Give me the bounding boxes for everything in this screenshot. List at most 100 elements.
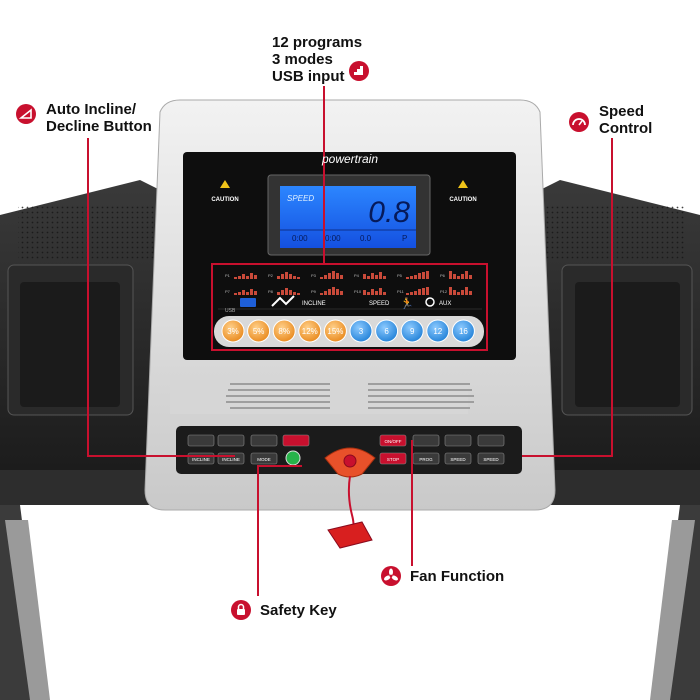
quick-key-face[interactable]	[349, 319, 373, 343]
quick-key-face[interactable]	[323, 319, 347, 343]
lcd-readout-program: P	[402, 234, 407, 243]
callout-incline-line1: Auto Incline/	[46, 101, 136, 118]
program-label: P8	[268, 289, 274, 294]
program-label: P5	[397, 273, 403, 278]
left-handrail	[0, 180, 160, 470]
speed-up-button-face[interactable]	[477, 452, 505, 465]
mode-button[interactable]: MODE	[250, 452, 278, 465]
fan-button[interactable]	[282, 434, 310, 447]
quick-key-face[interactable]	[272, 319, 296, 343]
incline-up-button[interactable]: INCLINE	[187, 452, 215, 465]
program-label: P1	[225, 273, 231, 278]
speed-quick-key[interactable]: 9	[400, 319, 424, 343]
program-profile-bar	[238, 292, 241, 295]
program-prev-button[interactable]	[187, 434, 215, 447]
stop-button[interactable]: STOP	[379, 452, 407, 465]
program-label: P11	[397, 289, 405, 294]
program-label: P6	[440, 273, 446, 278]
mode-button-label: MODE	[257, 457, 271, 462]
incline-quick-key[interactable]: 12%	[298, 319, 322, 343]
program-prev-button-face[interactable]	[187, 434, 215, 447]
quick-key-face[interactable]	[247, 319, 271, 343]
program-profile-bar	[332, 271, 335, 279]
speedometer-icon	[569, 112, 589, 132]
safety-key[interactable]	[324, 447, 376, 549]
program-profile-bar	[363, 290, 366, 295]
quick-key-label: 3	[359, 327, 364, 336]
program-profile-bar	[406, 277, 409, 279]
right-handrail	[540, 180, 700, 470]
incline-quick-key[interactable]: 5%	[247, 319, 271, 343]
stop-button-face[interactable]	[379, 452, 407, 465]
program-profile-bar	[410, 292, 413, 295]
program-profile-bar	[242, 274, 245, 279]
program-profile-bar	[461, 274, 464, 279]
program-button-label: PROG	[419, 457, 433, 462]
mode-button-face[interactable]	[250, 452, 278, 465]
quick-key-label: 9	[410, 327, 415, 336]
quick-key-face[interactable]	[426, 319, 450, 343]
program-profile-bar	[289, 274, 292, 279]
program-profile-bar	[320, 277, 323, 279]
speed-quick-key[interactable]: 6	[375, 319, 399, 343]
speed-down-button-face[interactable]	[444, 452, 472, 465]
caution-right-title: CAUTION	[449, 197, 476, 203]
start-button-face[interactable]	[285, 450, 301, 466]
speed-down-button[interactable]: SPEED	[444, 452, 472, 465]
program-profile-bar	[379, 272, 382, 279]
usb-port[interactable]	[240, 298, 256, 307]
speed-quick-key[interactable]: 16	[451, 319, 475, 343]
quick-key-label: 15%	[327, 327, 343, 336]
program-label: P9	[311, 289, 317, 294]
callout-incline-line2: Decline Button	[46, 118, 152, 135]
stop-button-label: STOP	[387, 457, 399, 462]
incline-quick-key[interactable]: 8%	[272, 319, 296, 343]
play-pause-button[interactable]	[477, 434, 505, 447]
quick-key-label: 6	[384, 327, 389, 336]
program-button[interactable]: PROG	[412, 452, 440, 465]
program-profile-bar	[422, 288, 425, 295]
speed-up-button[interactable]: SPEED	[477, 452, 505, 465]
play-button[interactable]	[217, 434, 245, 447]
staircase-icon	[349, 61, 369, 81]
program-profile-bar	[285, 272, 288, 279]
next-button-face[interactable]	[250, 434, 278, 447]
volume-down-button[interactable]	[412, 434, 440, 447]
start-button[interactable]	[285, 450, 301, 466]
volume-down-button-face[interactable]	[412, 434, 440, 447]
quick-key-face[interactable]	[375, 319, 399, 343]
quick-key-face[interactable]	[298, 319, 322, 343]
play-pause-button-face[interactable]	[477, 434, 505, 447]
callout-fan-label: Fan Function	[410, 568, 505, 585]
volume-up-button-face[interactable]	[444, 434, 472, 447]
incline-quick-key[interactable]: 15%	[323, 319, 347, 343]
quick-key-face[interactable]	[451, 319, 475, 343]
program-profile-bar	[297, 293, 300, 295]
speed-quick-key[interactable]: 12	[426, 319, 450, 343]
quick-key-label: 5%	[253, 327, 265, 336]
fan-button-face[interactable]	[282, 434, 310, 447]
program-label: P12	[440, 289, 448, 294]
incline-down-button[interactable]: INCLINE	[217, 452, 245, 465]
volume-up-button[interactable]	[444, 434, 472, 447]
quick-key-label: 12%	[302, 327, 318, 336]
play-button-face[interactable]	[217, 434, 245, 447]
quick-key-face[interactable]	[221, 319, 245, 343]
aux-jack[interactable]	[425, 297, 435, 307]
program-profile-bar	[285, 288, 288, 295]
lcd-main-value: 0.8	[368, 196, 410, 229]
program-profile-bar	[277, 292, 280, 295]
program-profile-bar	[246, 276, 249, 279]
program-profile-bar	[336, 289, 339, 295]
incline-quick-key[interactable]: 3%	[221, 319, 245, 343]
aux-label: AUX	[439, 301, 451, 307]
callout-safety-label: Safety Key	[260, 602, 337, 619]
power-button-face[interactable]	[379, 434, 407, 447]
speed-quick-key[interactable]: 3	[349, 319, 373, 343]
next-button[interactable]	[250, 434, 278, 447]
program-label: P2	[268, 273, 274, 278]
quick-key-face[interactable]	[400, 319, 424, 343]
power-button[interactable]: ON/OFF	[379, 434, 407, 447]
program-profile-bar	[414, 291, 417, 295]
